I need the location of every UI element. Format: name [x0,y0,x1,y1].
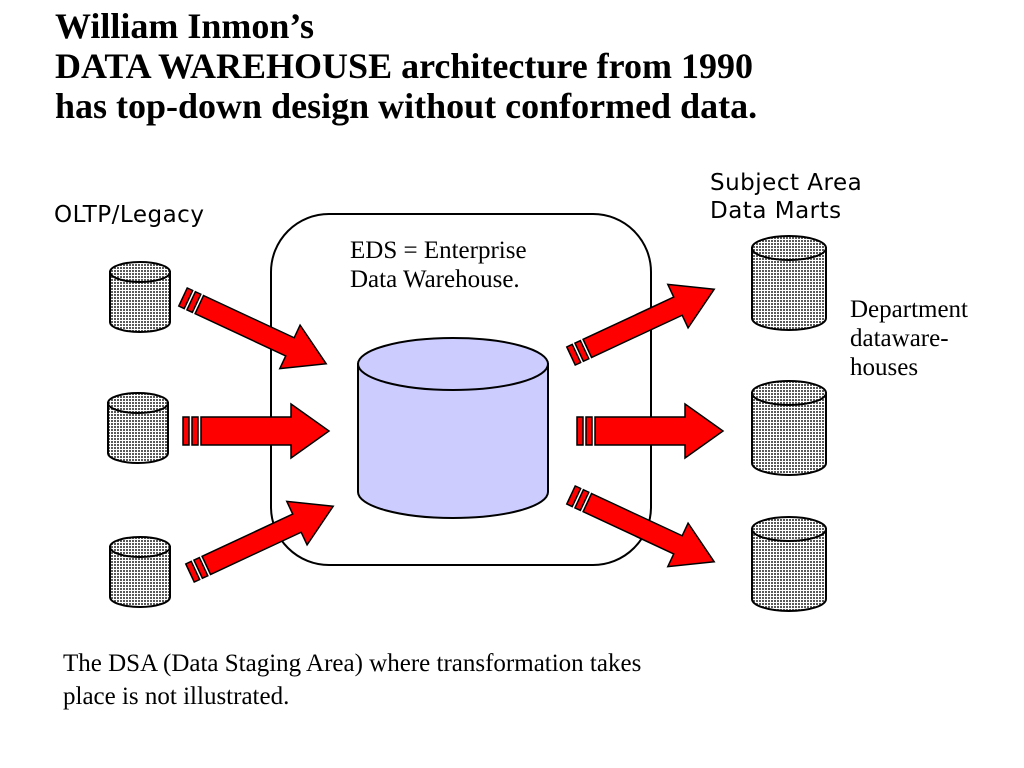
data-mart-database-2 [751,380,827,476]
department-label-line-1: Department [850,296,969,323]
department-warehouses-label: Department dataware- houses [850,295,968,382]
arrow-source-2-to-eds [182,402,331,460]
department-label-line-3: houses [850,354,919,381]
data-marts-label-line-1: Subject Area [710,170,863,196]
eds-label-line-1: EDS = Enterprise [350,237,527,264]
slide-title: William Inmon’s DATA WAREHOUSE architect… [55,6,1015,126]
department-label-line-2: dataware- [850,325,949,352]
data-mart-database-1 [751,235,827,331]
caption-line-1: The DSA (Data Staging Area) where transf… [63,650,642,677]
eds-label-line-2: Data Warehouse. [350,266,520,293]
arrow-source-3-to-eds [184,500,335,584]
source-database-2 [107,392,169,464]
title-line-3: has top-down design without conformed da… [55,86,758,126]
data-marts-label-line-2: Data Marts [710,198,842,224]
enterprise-warehouse-cylinder [357,337,549,519]
data-marts-label: Subject Area Data Marts [710,169,862,225]
arrow-eds-to-mart-3 [565,484,716,568]
eds-label: EDS = Enterprise Data Warehouse. [350,236,527,294]
oltp-legacy-label: OLTP/Legacy [54,202,205,228]
footnote-caption: The DSA (Data Staging Area) where transf… [63,647,883,713]
source-database-1 [109,261,171,333]
data-mart-database-3 [751,516,827,612]
title-line-2: DATA WAREHOUSE architecture from 1990 [55,46,753,86]
arrow-eds-to-mart-1 [565,283,716,367]
source-database-3 [109,536,171,608]
title-line-1: William Inmon’s [55,6,315,46]
caption-line-2: place is not illustrated. [63,683,290,710]
arrow-eds-to-mart-2 [576,402,725,460]
arrow-source-1-to-eds [177,286,328,370]
